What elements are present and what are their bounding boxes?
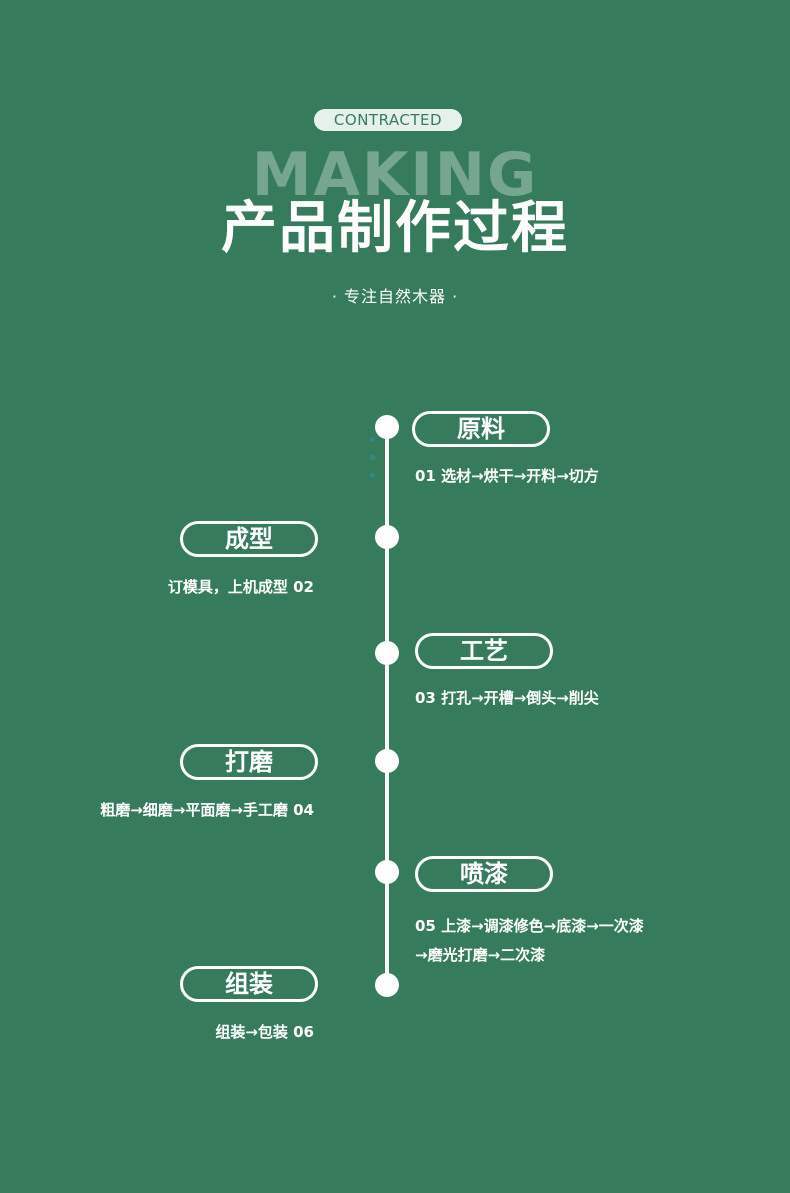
timeline-line [385, 427, 389, 987]
timeline-node-3 [375, 641, 399, 665]
decor-dot [370, 437, 375, 442]
step-desc-6: 组装→包装 06 [215, 1023, 314, 1041]
background-word: MAKING [251, 140, 539, 210]
step-desc-5-line1: 05 上漆→调漆修色→底漆→一次漆 [415, 917, 644, 935]
timeline-node-6 [375, 973, 399, 997]
decor-dot [370, 473, 375, 478]
timeline-node-5 [375, 860, 399, 884]
step-label-3: 工艺 [415, 633, 553, 669]
step-desc-3: 03 打孔→开槽→倒头→削尖 [415, 689, 599, 707]
step-desc-4: 粗磨→细磨→平面磨→手工磨 04 [100, 801, 314, 819]
page-subtitle: · 专注自然木器 · [331, 287, 459, 306]
step-desc-1: 01 选材→烘干→开料→切方 [415, 467, 599, 485]
timeline-node-1 [375, 415, 399, 439]
step-label-1: 原料 [412, 411, 550, 447]
timeline-node-2 [375, 525, 399, 549]
header-badge: CONTRACTED [314, 109, 462, 131]
decor-dot [370, 455, 375, 460]
step-label-6: 组装 [180, 966, 318, 1002]
timeline-node-4 [375, 749, 399, 773]
step-label-2: 成型 [180, 521, 318, 557]
step-desc-5-line2: →磨光打磨→二次漆 [415, 946, 546, 964]
step-label-5: 喷漆 [415, 856, 553, 892]
step-desc-2: 订模具，上机成型 02 [167, 578, 314, 596]
page-title: 产品制作过程 [221, 196, 569, 261]
step-label-4: 打磨 [180, 744, 318, 780]
